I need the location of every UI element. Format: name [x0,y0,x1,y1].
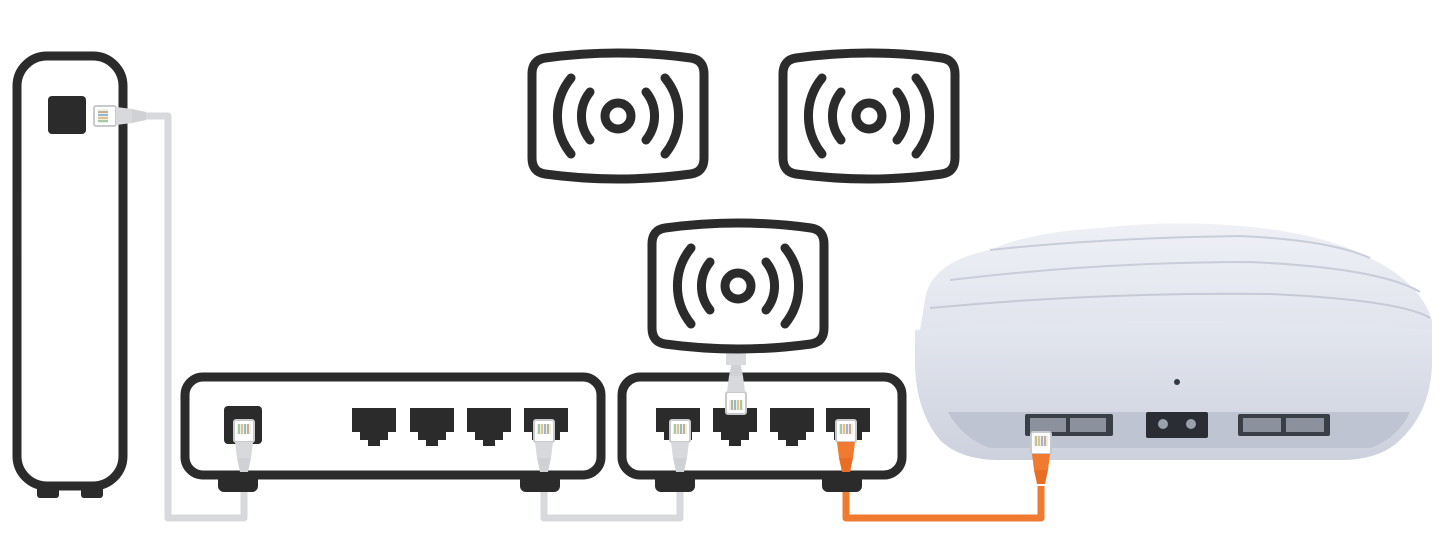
switch-icon [617,361,907,492]
status-led [1174,379,1180,385]
cable-switch-to-mesh-node [842,486,1045,522]
cable-router-to-switch [540,486,684,522]
mesh-router-ports [1025,412,1330,438]
modem-ethernet-port [48,96,86,134]
mesh-router-plug [1030,431,1052,485]
mesh-router-device [915,223,1432,485]
access-point-2-icon [778,48,960,184]
modem-icon [12,51,147,498]
access-point-3-icon [647,218,829,365]
access-point-1-icon [527,48,709,184]
router-icon [180,372,606,492]
cable-modem-to-router [130,112,248,522]
switch-uplink-plug [725,361,747,415]
modem-cable-plug [93,105,147,127]
